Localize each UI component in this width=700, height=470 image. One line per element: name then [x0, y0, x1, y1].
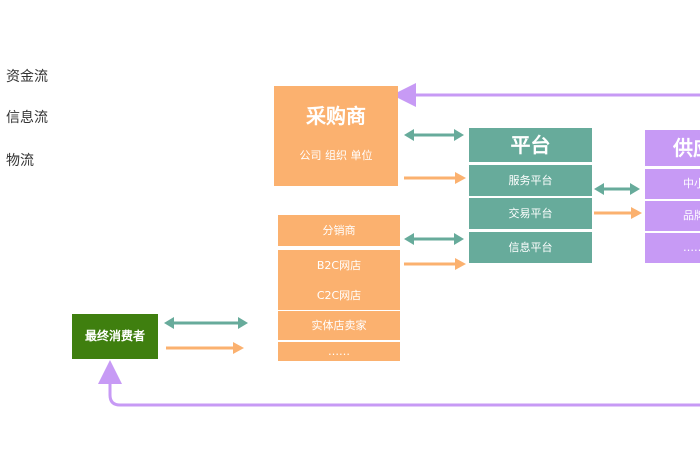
platform-supplier-info-arrow [594, 183, 640, 195]
distributor-item: 分销商 [278, 215, 400, 246]
supplier-title: 供应 [645, 130, 700, 166]
platform-item: 交易平台 [469, 198, 592, 229]
supplier-item: 品牌 [645, 201, 700, 231]
buyer-subtitle: 公司 组织 单位 [299, 149, 373, 162]
consumer-distributor-info-arrow [164, 317, 248, 329]
consumer-box: 最终消费者 [72, 314, 158, 359]
distributor-item: B2C网店 [278, 250, 400, 281]
buyer-box: 采购商 公司 组织 单位 [274, 86, 398, 186]
distributor-item: …… [278, 342, 400, 361]
platform-title: 平台 [469, 128, 592, 162]
platform-item: 信息平台 [469, 232, 592, 263]
legend-money-flow: 资金流 [6, 69, 48, 85]
money-flow-bottom-arrow [98, 360, 700, 407]
distributor-item: C2C网店 [278, 281, 400, 310]
buyer-platform-info-arrow [404, 129, 464, 141]
platform-supplier-logistics-arrow [594, 207, 642, 219]
distributor-platform-logistics-arrow [404, 258, 466, 270]
legend-logistics: 物流 [6, 153, 34, 169]
legend-info-flow: 信息流 [6, 110, 48, 126]
supplier-item: 中小 [645, 169, 700, 199]
buyer-title: 采购商 [306, 104, 366, 128]
distributor-item: 实体店卖家 [278, 311, 400, 340]
supplier-item: …… [645, 233, 700, 263]
distributor-platform-info-arrow [404, 233, 464, 245]
buyer-platform-logistics-arrow [404, 172, 466, 184]
platform-item: 服务平台 [469, 165, 592, 196]
consumer-distributor-logistics-arrow [166, 342, 244, 354]
